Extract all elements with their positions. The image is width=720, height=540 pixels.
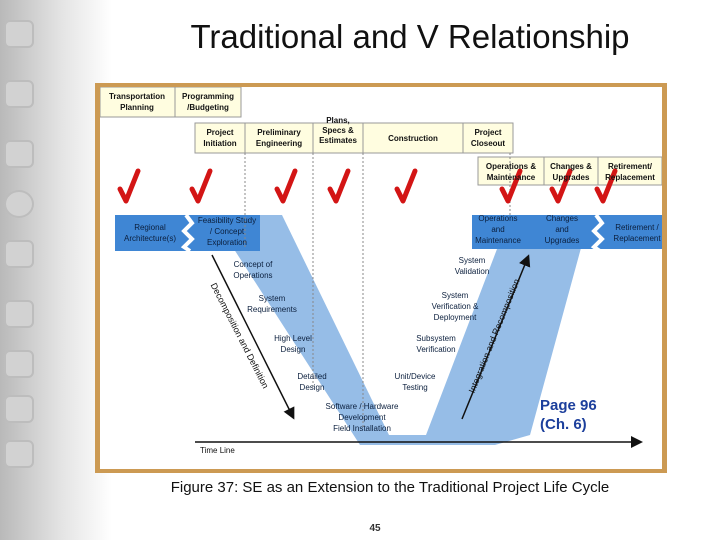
- zigzag-right: [590, 213, 605, 253]
- timeline-label: Time Line: [200, 446, 235, 455]
- phase-plans-specs-estimates: Plans,Specs &Estimates: [319, 116, 357, 145]
- phase-dividers: [244, 153, 511, 427]
- phase-operations-maintenance: Operations &Maintenance: [486, 162, 536, 182]
- help-icon: [4, 190, 34, 218]
- figure-caption: Figure 37: SE as an Extension to the Tra…: [170, 479, 610, 496]
- checkmark-icon: [499, 168, 523, 204]
- plus-icon: [4, 395, 34, 423]
- decomposition-arrow: [211, 254, 295, 420]
- v-shape: [212, 215, 590, 445]
- checkmark-icon: [394, 168, 418, 204]
- page-number: 45: [369, 523, 381, 534]
- box-retirement-replacement: Retirement /Replacement: [613, 223, 661, 243]
- phase-changes-upgrades: Changes &Upgrades: [550, 162, 592, 182]
- checkmark-icon: [117, 168, 141, 204]
- phase-construction: Construction: [388, 134, 438, 143]
- phase-programming-budgeting: Programming/Budgeting: [182, 92, 234, 112]
- train-icon: [4, 20, 34, 48]
- road-icon: [4, 80, 34, 108]
- phase-header-top: [99, 86, 242, 118]
- integration-arrow: [461, 254, 531, 420]
- checkmark-icon: [274, 168, 298, 204]
- checkmarks-group: [117, 168, 618, 204]
- signal-icon: [4, 240, 34, 268]
- bus-icon: [4, 140, 34, 168]
- slide-title: Traditional and V Relationship: [190, 18, 630, 55]
- bus-front-icon: [4, 440, 34, 468]
- zigzag-left: [180, 213, 195, 253]
- car-icon: [4, 300, 34, 328]
- phase-header-middle: [194, 122, 514, 154]
- checkmark-icon: [327, 168, 351, 204]
- page-reference-note: Page 96(Ch. 6): [540, 397, 597, 433]
- checkmark-icon: [594, 168, 618, 204]
- truck-icon: [4, 350, 34, 378]
- phase-header-right: [477, 156, 663, 186]
- bar-feasibility: [190, 215, 260, 251]
- phase-retirement-replacement: Retirement/Replacement: [605, 162, 655, 182]
- sidebar-decoration: [0, 0, 112, 540]
- checkmark-icon: [189, 168, 213, 204]
- bar-right: [472, 215, 662, 249]
- checkmark-icon: [549, 168, 573, 204]
